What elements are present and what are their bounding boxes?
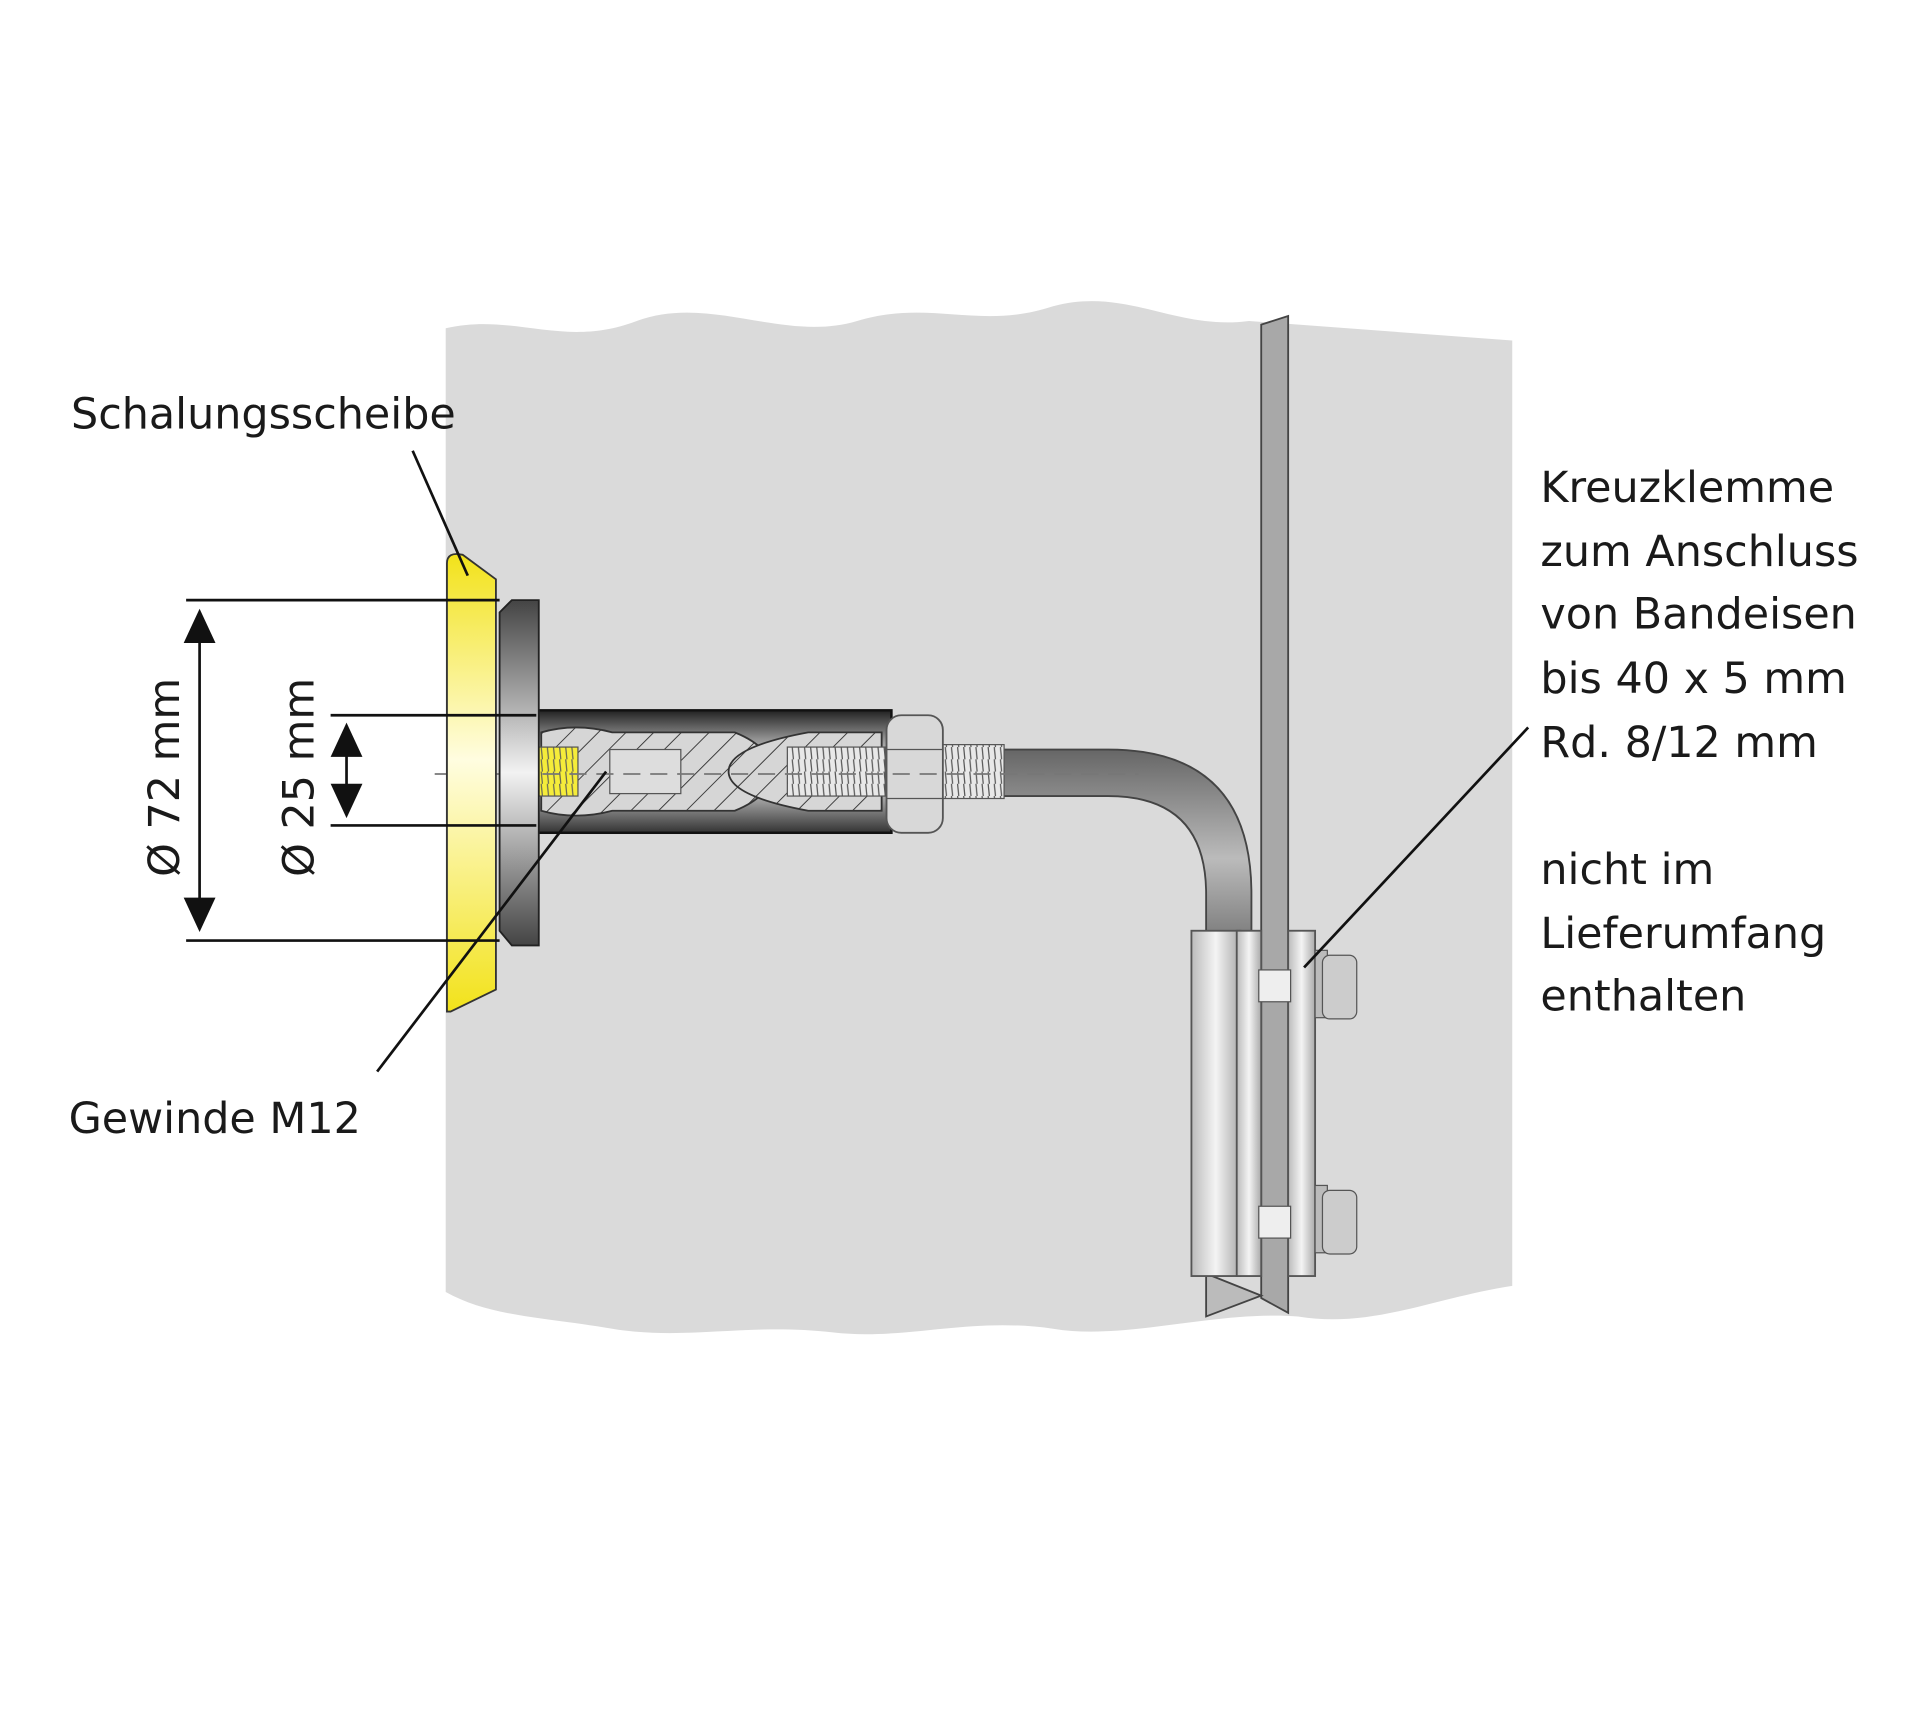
formwork-disc: [446, 553, 497, 1013]
kreuzklemme-line: Rd. 8/12 mm: [1540, 718, 1818, 768]
label-dia-72: Ø 72 mm: [140, 678, 190, 877]
label-dia-25: Ø 25 mm: [274, 678, 324, 877]
kreuzklemme-line: von Bandeisen: [1540, 589, 1856, 639]
leader-lines: [376, 450, 1530, 1073]
flat-bar: [1260, 314, 1290, 1315]
thread-m12: [538, 746, 579, 797]
flange: [498, 599, 540, 947]
label-schalungsscheibe: Schalungsscheibe: [71, 390, 456, 440]
dimension-lines: [183, 598, 537, 942]
kreuzklemme-label: Kreuzklemme zum Anschluss von Bandeisen …: [1540, 463, 1858, 768]
note-line: enthalten: [1540, 971, 1746, 1021]
anchor-sleeve: [434, 709, 1139, 835]
kreuzklemme-line: bis 40 x 5 mm: [1540, 654, 1847, 704]
label-gewinde: Gewinde M12: [69, 1094, 361, 1144]
kreuzklemme-line: Kreuzklemme: [1540, 463, 1834, 513]
delivery-note: nicht im Lieferumfang enthalten: [1540, 845, 1826, 1021]
cross-clamp: [1190, 929, 1358, 1277]
note-line: nicht im: [1540, 845, 1714, 895]
note-line: Lieferumfang: [1540, 909, 1826, 959]
hex-nut: [885, 714, 944, 834]
kreuzklemme-line: zum Anschluss: [1540, 527, 1858, 577]
